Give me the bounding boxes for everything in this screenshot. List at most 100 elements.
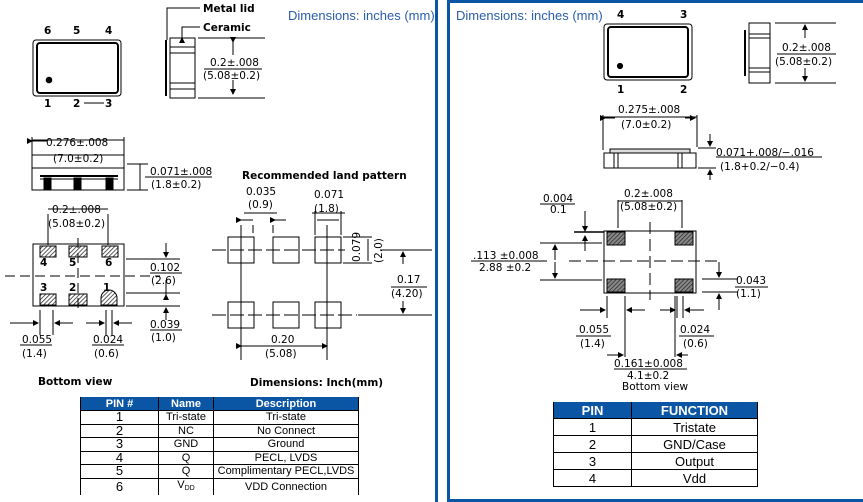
cell-pin: 4 — [80, 450, 159, 465]
cell-name: Tri-state — [158, 410, 214, 424]
r-front-thick-in: 0.071+.008/−.016 — [716, 147, 814, 159]
cell-pin: 1 — [553, 418, 632, 436]
l-pad2: 2 — [69, 282, 76, 294]
r-front-thick-mm: (1.8+0.2/−0.4) — [720, 161, 799, 173]
l-pad6: 6 — [105, 257, 112, 269]
l-pad5: 5 — [69, 257, 76, 269]
land-pattern — [212, 211, 432, 360]
left-front-view — [27, 137, 212, 191]
l-gap-mm: (0.6) — [94, 348, 119, 360]
right-front-view — [600, 115, 822, 180]
l-top-pin5: 5 — [73, 25, 80, 37]
l-front-width-mm: (7.0±0.2) — [53, 153, 103, 165]
cell-pin: 2 — [80, 423, 159, 438]
land-colpitch-in: 0.20 — [271, 334, 294, 346]
land-caption: Dimensions: Inch(mm) — [250, 377, 383, 389]
cell-name: GND — [158, 437, 214, 451]
cell-desc: No Connect — [213, 423, 359, 438]
left-bottom-view — [5, 208, 182, 346]
l-pad-h-mm: (1.0) — [151, 332, 176, 344]
col-name: Name — [158, 397, 214, 411]
cell-pin: 6 — [80, 477, 159, 495]
l-top-pin1: 1 — [44, 98, 51, 110]
r-inner-in: 0.161±0.008 — [614, 358, 683, 370]
cell-desc: Tri-state — [213, 410, 359, 424]
cell-function: GND/Case — [631, 435, 758, 453]
r-top-pin3: 3 — [680, 9, 687, 21]
r-side-height-in: 0.2±.008 — [782, 42, 831, 54]
land-spacing-in: 0.035 — [246, 186, 276, 198]
right-panel-border-bottom — [447, 499, 863, 502]
r-offset-mm: 0.1 — [550, 204, 567, 216]
r-top-pin1: 1 — [617, 84, 624, 96]
r-pitch-in: 0.2±.008 — [624, 188, 673, 200]
r-pitch-mm: (5.08±0.2) — [620, 201, 677, 213]
l-pad4: 4 — [40, 257, 47, 269]
cell-name: Q — [158, 450, 214, 465]
cell-name: VDD — [158, 477, 214, 495]
l-side-height-mm: (5.08±0.2) — [203, 70, 260, 82]
pin1-marker — [45, 76, 53, 84]
land-padw-mm: (1.8) — [314, 203, 339, 215]
right-dimensions-header: Dimensions: inches (mm) — [456, 8, 603, 23]
l-pad-w-mm: (1.4) — [22, 348, 47, 360]
vdd-v: V — [177, 478, 185, 491]
l-pad3: 3 — [40, 282, 47, 294]
right-panel-border-top — [447, 0, 863, 3]
col-description: Description — [213, 397, 359, 411]
land-rowpitch-in: 0.17 — [397, 274, 420, 286]
left-dimensions-header: Dimensions: inches (mm) — [288, 8, 435, 23]
r-side-height-mm: (5.08±0.2) — [775, 56, 832, 68]
cell-desc: PECL, LVDS — [213, 450, 359, 465]
divider-left — [435, 0, 438, 502]
cell-function: Vdd — [631, 469, 758, 487]
l-front-width-in: 0.276±.008 — [46, 137, 108, 149]
r-inner-mm: 4.1±0.2 — [627, 370, 669, 382]
r-top-pin2: 2 — [680, 84, 687, 96]
l-pad-w-in: 0.055 — [22, 334, 52, 346]
cell-pin: 3 — [553, 452, 632, 470]
r-padw-mm: (1.4) — [580, 338, 605, 350]
land-spacing-mm: (0.9) — [248, 199, 273, 211]
r-gap-mm: (0.6) — [683, 338, 708, 350]
cell-pin: 1 — [80, 410, 159, 424]
l-row-gap-in: 0.102 — [150, 262, 180, 274]
l-pad1: 1 — [103, 282, 110, 294]
r-row-mm: 2.88 ±0.2 — [479, 262, 531, 274]
cell-function: Output — [631, 452, 758, 470]
right-side-view — [744, 22, 836, 84]
l-bottom-pitch-in: 0.2±.008 — [52, 204, 101, 216]
cell-pin: 4 — [553, 469, 632, 487]
right-top-view — [603, 23, 693, 81]
left-side-view — [165, 7, 265, 99]
l-top-pin2: 2 — [73, 98, 80, 110]
l-top-pin3: 3 — [105, 98, 112, 110]
l-pad-h-in: 0.039 — [150, 319, 180, 331]
cell-function: Tristate — [631, 418, 758, 436]
cell-pin: 3 — [80, 437, 159, 451]
cell-desc: VDD Connection — [213, 477, 359, 495]
r-top-pin4: 4 — [617, 9, 624, 21]
r-padh-mm: (1.1) — [736, 288, 761, 300]
l-side-height-in: 0.2±.008 — [210, 57, 259, 69]
cell-name: Q — [158, 464, 214, 478]
r-bottom-view-caption: Bottom view — [622, 381, 688, 393]
cell-desc: Complimentary PECL,LVDS — [213, 464, 359, 478]
table-header-row: PIN # Name Description — [80, 397, 359, 411]
land-colpitch-mm: (5.08) — [265, 348, 297, 360]
metal-lid-callout: Metal lid — [203, 3, 255, 15]
cell-pin: 5 — [80, 464, 159, 478]
right-panel-border-left — [447, 0, 450, 502]
